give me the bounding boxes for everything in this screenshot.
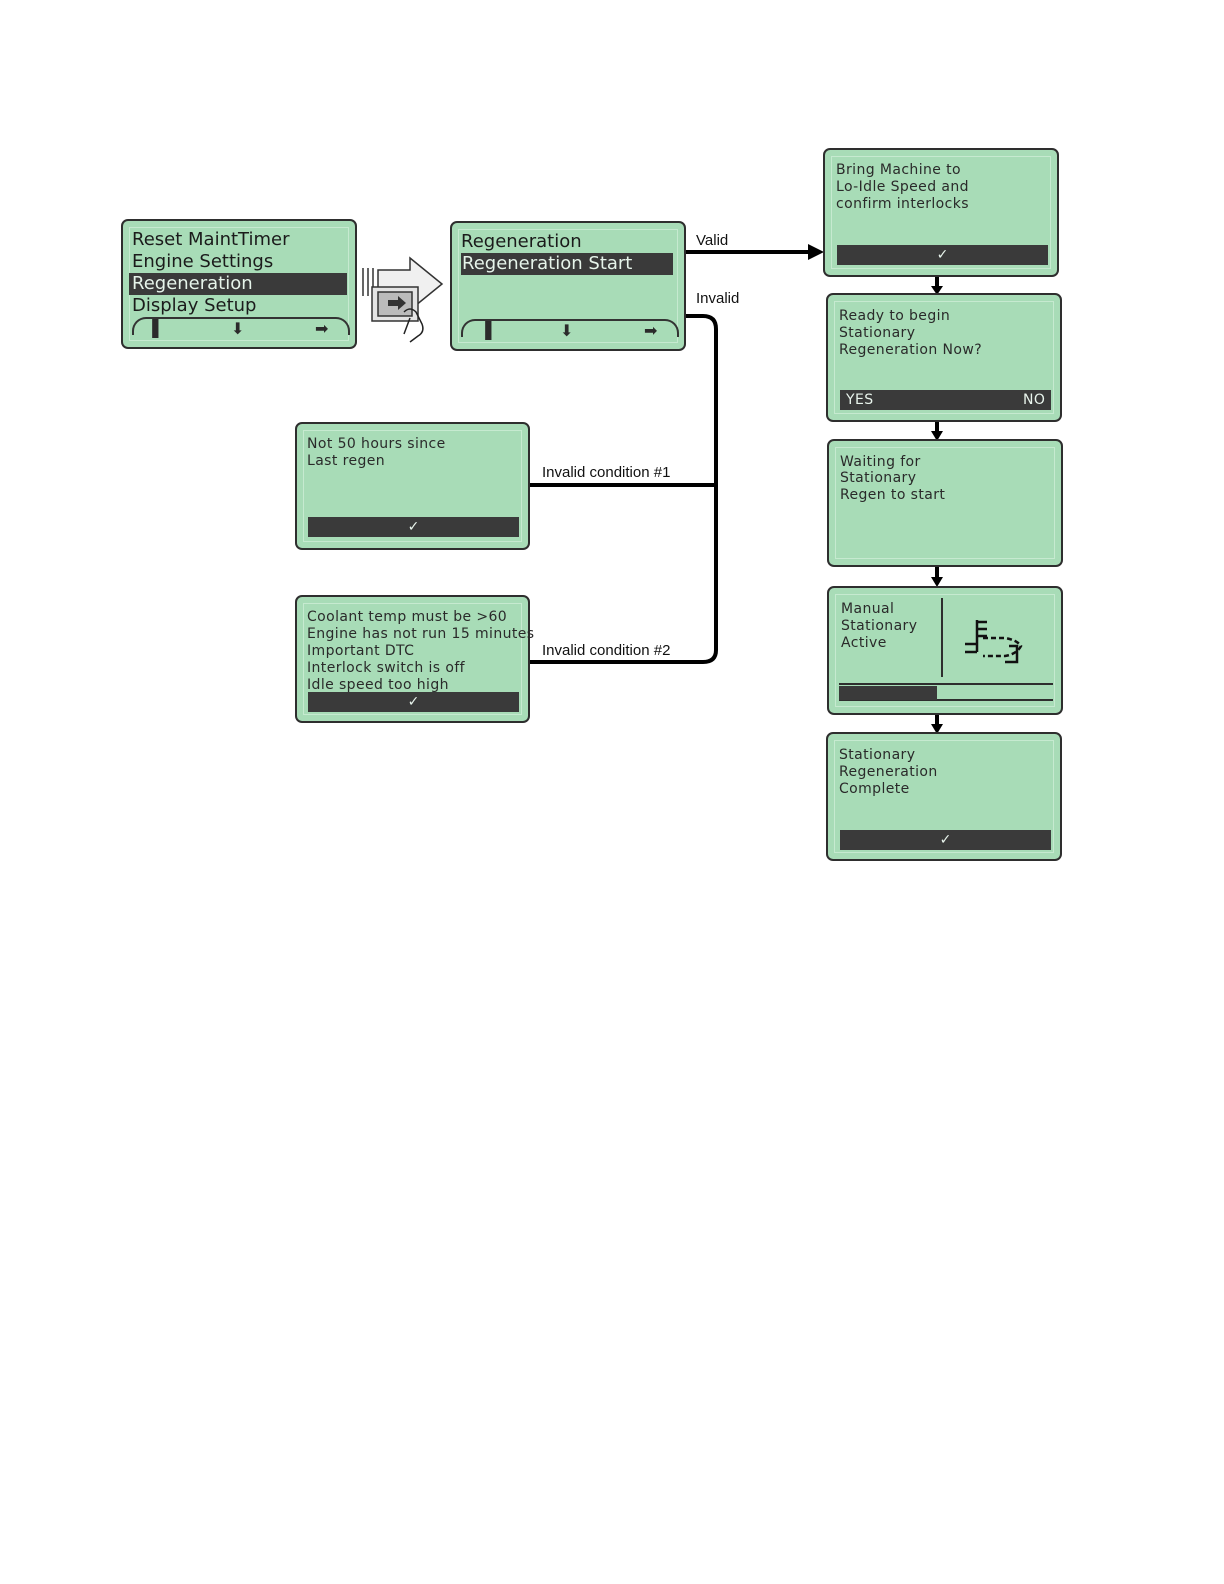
- confirm-bar[interactable]: ✓: [840, 830, 1051, 850]
- message-line: Waiting for: [840, 454, 921, 470]
- confirm-bar[interactable]: ✓: [837, 245, 1048, 265]
- press-arrow-button-icon: [362, 256, 444, 343]
- message-line: Important DTC: [307, 643, 415, 659]
- arrow-right-icon[interactable]: ➡: [644, 321, 658, 340]
- checkmark-icon: ✓: [407, 519, 420, 535]
- menu-item-regeneration-selected[interactable]: Regeneration: [129, 273, 347, 295]
- regeneration-active-screen: Manual Stationary Active: [827, 586, 1063, 715]
- invalid-label: Invalid: [696, 290, 740, 307]
- message-line: Last regen: [307, 453, 386, 469]
- no-button[interactable]: NO: [1023, 392, 1046, 408]
- message-line: Stationary: [841, 618, 918, 634]
- regeneration-menu-screen: Regeneration Regeneration Start ▐ ⬇ ➡: [450, 221, 686, 351]
- message-line: confirm interlocks: [836, 196, 969, 212]
- progress-fill: [839, 686, 937, 700]
- message-line: Lo-Idle Speed and: [836, 179, 969, 195]
- checkmark-icon: ✓: [407, 694, 420, 710]
- message-line: Regeneration: [839, 764, 938, 780]
- confirm-bar[interactable]: ✓: [308, 517, 519, 537]
- yes-no-bar: [840, 390, 1051, 410]
- menu-item-regeneration-start-selected[interactable]: Regeneration Start: [461, 253, 673, 275]
- main-menu-screen: Reset MaintTimer Engine Settings Regener…: [121, 219, 357, 349]
- invalid-condition-1-screen: Not 50 hours since Last regen ✓: [295, 422, 530, 550]
- message-line: Complete: [839, 781, 910, 797]
- invalid-connector: [530, 314, 718, 664]
- ready-to-begin-screen: Ready to begin Stationary Regeneration N…: [826, 293, 1062, 422]
- message-line: Regeneration Now?: [839, 342, 983, 358]
- message-line: Stationary: [839, 325, 916, 341]
- yes-button[interactable]: YES: [846, 392, 874, 408]
- checkmark-icon: ✓: [939, 832, 952, 848]
- exit-door-icon[interactable]: ▐: [146, 319, 159, 338]
- menu-item-reset-maint-timer[interactable]: Reset MaintTimer: [132, 229, 290, 250]
- regen-menu-title: Regeneration: [461, 231, 582, 252]
- message-line: Regen to start: [840, 487, 946, 503]
- arrow-right-icon[interactable]: ➡: [315, 319, 329, 338]
- checkmark-icon: ✓: [936, 247, 949, 263]
- menu-footer-bar: [132, 317, 350, 335]
- invalid-condition-1-label: Invalid condition #1: [542, 464, 671, 481]
- message-line: Active: [841, 635, 887, 651]
- message-line: Coolant temp must be >60: [307, 609, 508, 625]
- message-line: Idle speed too high: [307, 677, 449, 693]
- message-line: Stationary: [840, 470, 917, 486]
- divider: [941, 598, 943, 677]
- menu-footer-bar: [461, 319, 679, 337]
- arrow-down-icon[interactable]: ⬇: [231, 319, 245, 338]
- confirm-bar[interactable]: ✓: [308, 692, 519, 712]
- arrow-down-icon[interactable]: ⬇: [560, 321, 574, 340]
- message-line: Bring Machine to: [836, 162, 961, 178]
- right-column-arrowheads: [931, 286, 943, 734]
- message-line: Ready to begin: [839, 308, 951, 324]
- message-line: Not 50 hours since: [307, 436, 446, 452]
- valid-label: Valid: [696, 232, 729, 249]
- exit-door-icon[interactable]: ▐: [479, 321, 492, 340]
- valid-arrowhead: [808, 244, 824, 260]
- bring-machine-screen: Bring Machine to Lo-Idle Speed and confi…: [823, 148, 1059, 277]
- message-line: Manual: [841, 601, 895, 617]
- menu-item-display-setup[interactable]: Display Setup: [132, 295, 257, 316]
- exhaust-filter-temperature-icon: [965, 620, 1023, 664]
- progress-track: [839, 683, 1053, 701]
- invalid-condition-2-screen: Coolant temp must be >60 Engine has not …: [295, 595, 534, 723]
- message-line: Stationary: [839, 747, 916, 763]
- message-line: Interlock switch is off: [307, 660, 465, 676]
- regeneration-complete-screen: Stationary Regeneration Complete ✓: [826, 732, 1062, 861]
- invalid-condition-2-label: Invalid condition #2: [542, 642, 671, 659]
- message-line: Engine has not run 15 minutes: [307, 626, 535, 642]
- menu-item-engine-settings[interactable]: Engine Settings: [132, 251, 274, 272]
- waiting-screen: Waiting for Stationary Regen to start: [827, 439, 1063, 567]
